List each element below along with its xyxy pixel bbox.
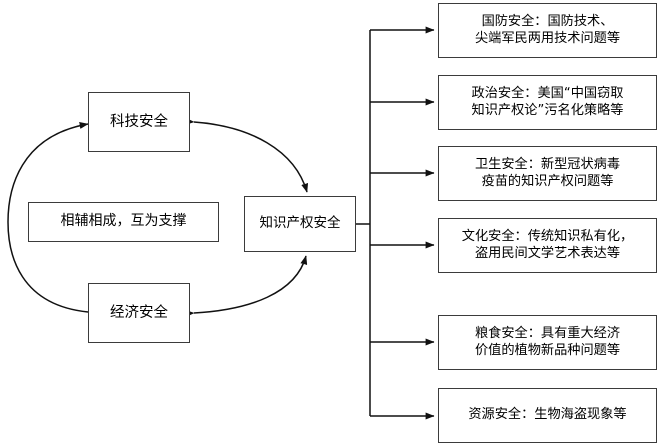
node-ip-security-label: 知识产权安全 <box>259 215 341 232</box>
branch-trunk <box>356 30 371 416</box>
arc-tech-to-center <box>185 117 309 193</box>
branch-box-label: 资源安全：生物海盗现象等 <box>468 407 627 423</box>
branch-box-health-security: 卫生安全：新型冠状病毒 疫苗的知识产权问题等 <box>438 146 657 201</box>
arc-center-to-economic <box>185 255 308 317</box>
branch-box-label: 文化安全：传统知识私有化， 盗用民间文学艺术表达等 <box>461 228 634 261</box>
node-tech-security-label: 科技安全 <box>110 113 168 130</box>
branch-box-national-defense-security: 国防安全：国防技术、 尖端军民两用技术问题等 <box>438 3 657 58</box>
node-economic-security: 经济安全 <box>88 283 190 343</box>
branch-box-label: 政治安全：美国“中国窃取 知识产权论”污名化策略等 <box>471 85 624 118</box>
branch-box-label: 卫生安全：新型冠状病毒 疫苗的知识产权问题等 <box>474 156 621 189</box>
branch-box-food-security: 粮食安全：具有重大经济 价值的植物新品种问题等 <box>438 315 657 370</box>
node-relationship-note-label: 相辅相成，互为支撑 <box>60 213 187 230</box>
branch-box-label: 粮食安全：具有重大经济 价值的植物新品种问题等 <box>474 325 621 358</box>
branch-box-cultural-security: 文化安全：传统知识私有化， 盗用民间文学艺术表达等 <box>438 218 657 273</box>
branch-box-resource-security: 资源安全：生物海盗现象等 <box>438 388 657 443</box>
node-tech-security: 科技安全 <box>88 92 190 152</box>
node-relationship-note: 相辅相成，互为支撑 <box>28 202 219 242</box>
branch-box-political-security: 政治安全：美国“中国窃取 知识产权论”污名化策略等 <box>438 75 657 130</box>
node-ip-security: 知识产权安全 <box>244 196 356 252</box>
node-economic-security-label: 经济安全 <box>110 304 168 321</box>
branch-box-label: 国防安全：国防技术、 尖端军民两用技术问题等 <box>474 13 621 46</box>
